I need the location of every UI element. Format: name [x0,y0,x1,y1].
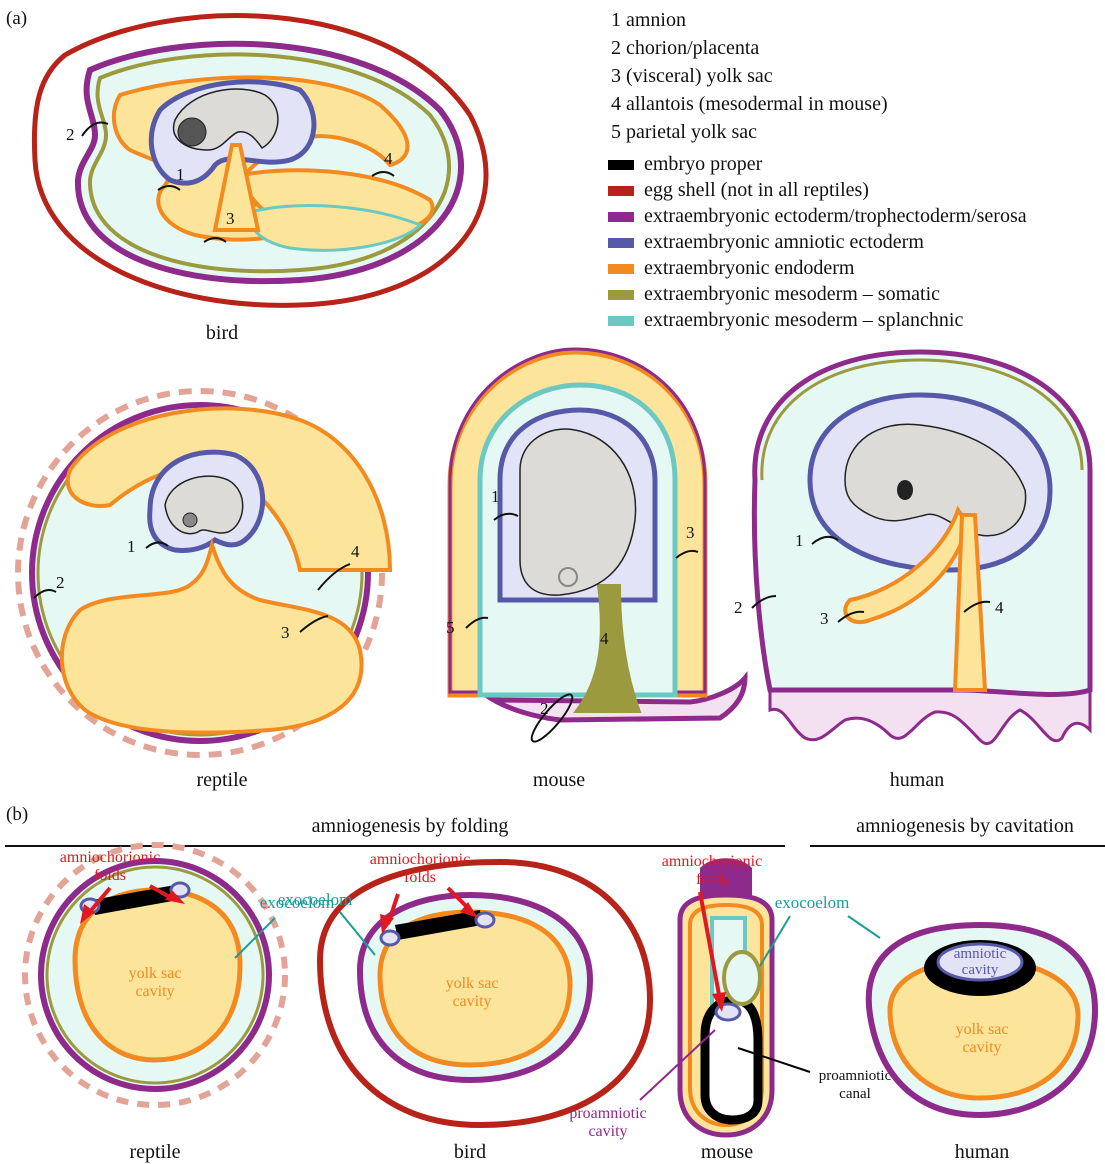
numbered-legend: 1 amnion 2 chorion/placenta 3 (visceral)… [611,9,888,143]
legend-swatch-endoderm [608,264,634,274]
label-num-1: 1 [491,487,500,506]
species-b-label-human: human [955,1141,1009,1163]
bird-b-fold-right [476,913,494,927]
legend-label-amniotic: extraembryonic amniotic ectoderm [644,231,924,253]
legend-swatch-amniotic [608,238,634,248]
label-proam-canal-1: proamniotic [819,1068,892,1084]
label-folds-line1: amniochorionic [60,849,160,866]
label-folds-line2: folds [94,867,126,884]
label-proam-cavity-2: cavity [588,1123,627,1140]
label-exocoelom: exocoelom [775,893,850,912]
legend-item-3: 3 (visceral) yolk sac [611,65,773,87]
legend-swatch-ectoderm [608,212,634,222]
mouse-b-exocoelom [724,952,760,1004]
heading-folding: amniogenesis by folding [312,815,509,837]
label-num-4: 4 [995,598,1004,617]
legend-swatch-shell [608,186,634,196]
label-num-2: 2 [66,125,75,144]
legend-label-embryo: embryo proper [644,153,763,175]
label-num-1: 1 [176,165,185,184]
legend-label-shell: egg shell (not in all reptiles) [644,179,869,201]
legend-label-somatic: extraembryonic mesoderm – somatic [644,283,940,305]
label-num-1: 1 [127,537,136,556]
label-folds-line1: amniochorionic [370,851,470,868]
panel-label-b: (b) [6,804,28,825]
legend-item-2: 2 chorion/placenta [611,37,759,59]
label-yolk-line1: yolk sac [956,1021,1009,1038]
panel-label-a: (a) [6,8,27,29]
species-label-bird: bird [206,322,238,344]
reptile-embryo-eye [183,513,197,527]
bird-embryo-eye [178,118,206,146]
legend-item-1: 1 amnion [611,9,686,31]
label-folds-line2: folds [696,871,728,888]
bird-b-fold-left [381,931,399,945]
color-legend: embryo proper egg shell (not in all rept… [608,153,1027,331]
label-num-4: 4 [600,629,609,648]
label-num-3: 3 [820,609,829,628]
label-num-2: 2 [56,573,65,592]
label-yolk-line2: cavity [962,1039,1001,1056]
label-amniotic-line2: cavity [962,962,999,978]
legend-item-4: 4 allantois (mesodermal in mouse) [611,93,888,115]
label-amniotic-line1: amniotic [954,946,1007,962]
human-embryo-eye [897,480,913,500]
human-diagram [754,352,1090,744]
mouse-diagram [450,349,745,720]
heading-cavitation: amniogenesis by cavitation [856,815,1074,837]
label-yolk-line1: yolk sac [129,965,182,982]
label-yolk-line2: cavity [135,983,174,1000]
label-num-2: 2 [734,598,743,617]
species-label-reptile: reptile [196,769,247,791]
species-b-label-bird: bird [454,1141,486,1163]
bird-diagram [34,16,486,306]
label-folds-line1: amniochorionic [662,853,762,870]
legend-label-endoderm: extraembryonic endoderm [644,257,855,279]
label-num-3: 3 [686,523,695,542]
legend-item-5: 5 parietal yolk sac [611,121,757,143]
legend-label-splanchnic: extraembryonic mesoderm – splanchnic [644,309,963,331]
label-num-3: 3 [281,623,290,642]
label-num-5: 5 [446,618,455,637]
label-proam-cavity-1: proamniotic [569,1105,646,1122]
species-b-label-mouse: mouse [701,1141,753,1163]
legend-swatch-somatic [608,290,634,300]
mouse-b-diagram [680,858,772,1135]
label-num-4: 4 [351,542,360,561]
label-exocoelom: exocoelom [278,890,353,909]
label-num-4: 4 [384,149,393,168]
label-yolk-line1: yolk sac [446,975,499,992]
label-folds-line2: folds [404,869,436,886]
species-label-human: human [890,769,944,791]
label-yolk-line2: cavity [452,993,491,1010]
species-label-mouse: mouse [533,769,585,791]
legend-label-ectoderm: extraembryonic ectoderm/trophectoderm/se… [644,205,1027,227]
label-num-3: 3 [226,209,235,228]
label-num-1: 1 [795,531,804,550]
species-b-label-reptile: reptile [129,1141,180,1163]
label-proam-canal-2: canal [839,1086,871,1102]
legend-swatch-splanchnic [608,316,634,326]
legend-swatch-embryo [608,160,634,170]
